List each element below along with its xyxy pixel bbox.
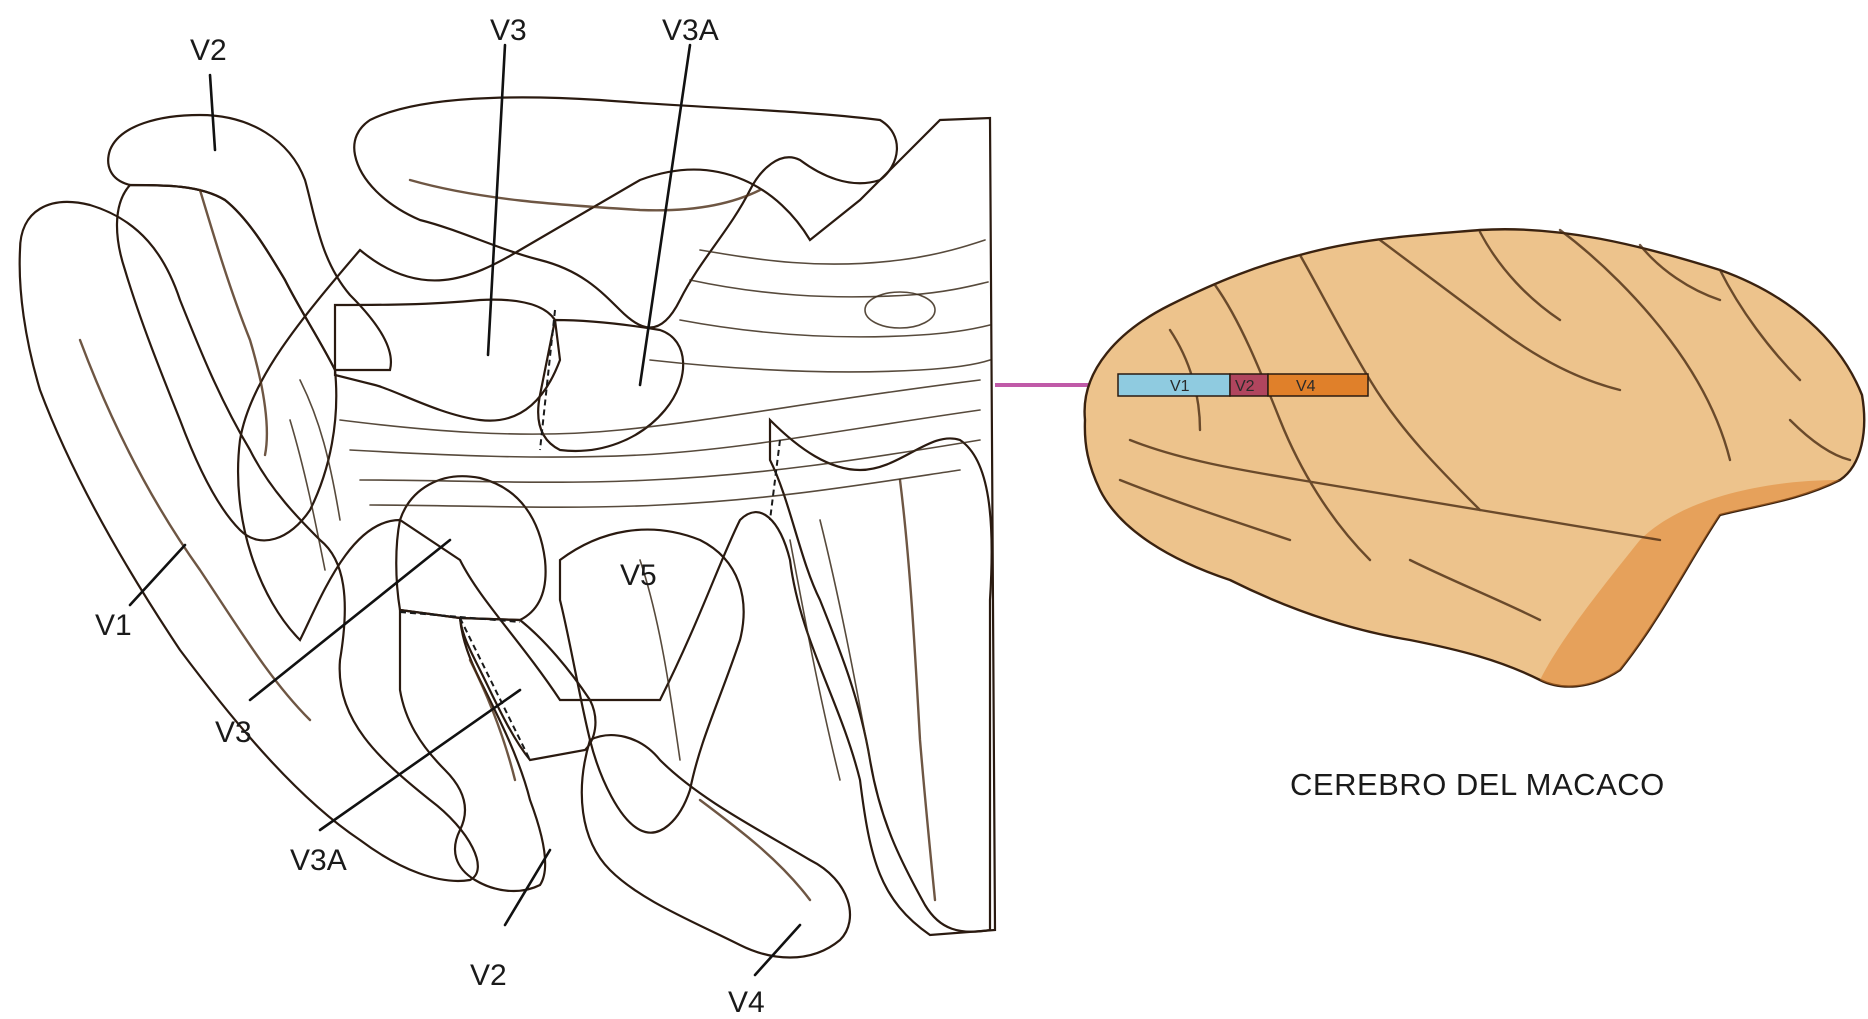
strip-label-v2: V2: [1235, 378, 1255, 395]
label-v3a-lower: V3A: [290, 844, 347, 877]
label-v2-lower: V2: [470, 959, 507, 992]
label-v2-upper: V2: [190, 34, 227, 67]
label-v5: V5: [620, 559, 657, 592]
strip-label-v4: V4: [1296, 378, 1316, 395]
label-v4-lower: V4: [728, 986, 765, 1019]
cortex-cross-section: V2 V3 V3A V1 V5 V3 V3A V2 V4: [20, 14, 995, 1019]
v3-upper-region: [335, 300, 560, 421]
calcarine-sulcus: [80, 340, 310, 720]
v4-region: [582, 735, 850, 957]
lower-sulcus: [900, 480, 935, 900]
section-strip: V1 V2 V4: [1118, 374, 1368, 396]
strip-label-v1: V1: [1170, 378, 1190, 395]
upper-sulcus: [410, 180, 760, 210]
label-v1: V1: [95, 609, 132, 642]
inner-sulcus: [200, 190, 267, 455]
label-v3-lower: V3: [215, 716, 252, 749]
brain-caption: CEREBRO DEL MACACO: [1290, 767, 1665, 802]
brain-silhouette: [1085, 229, 1865, 686]
v3-lower-region: [396, 476, 545, 620]
strip-v4: [1268, 374, 1368, 396]
v3a-lower-region: [460, 618, 595, 760]
upper-gyrus-cortex: [354, 97, 897, 327]
macaque-brain: V1 V2 V4 CEREBRO DEL MACACO: [1085, 229, 1865, 802]
area-borders: [400, 310, 780, 760]
label-v3-upper: V3: [490, 14, 527, 47]
label-v3a-upper: V3A: [662, 14, 719, 47]
v1-inner-fold: [117, 185, 336, 540]
